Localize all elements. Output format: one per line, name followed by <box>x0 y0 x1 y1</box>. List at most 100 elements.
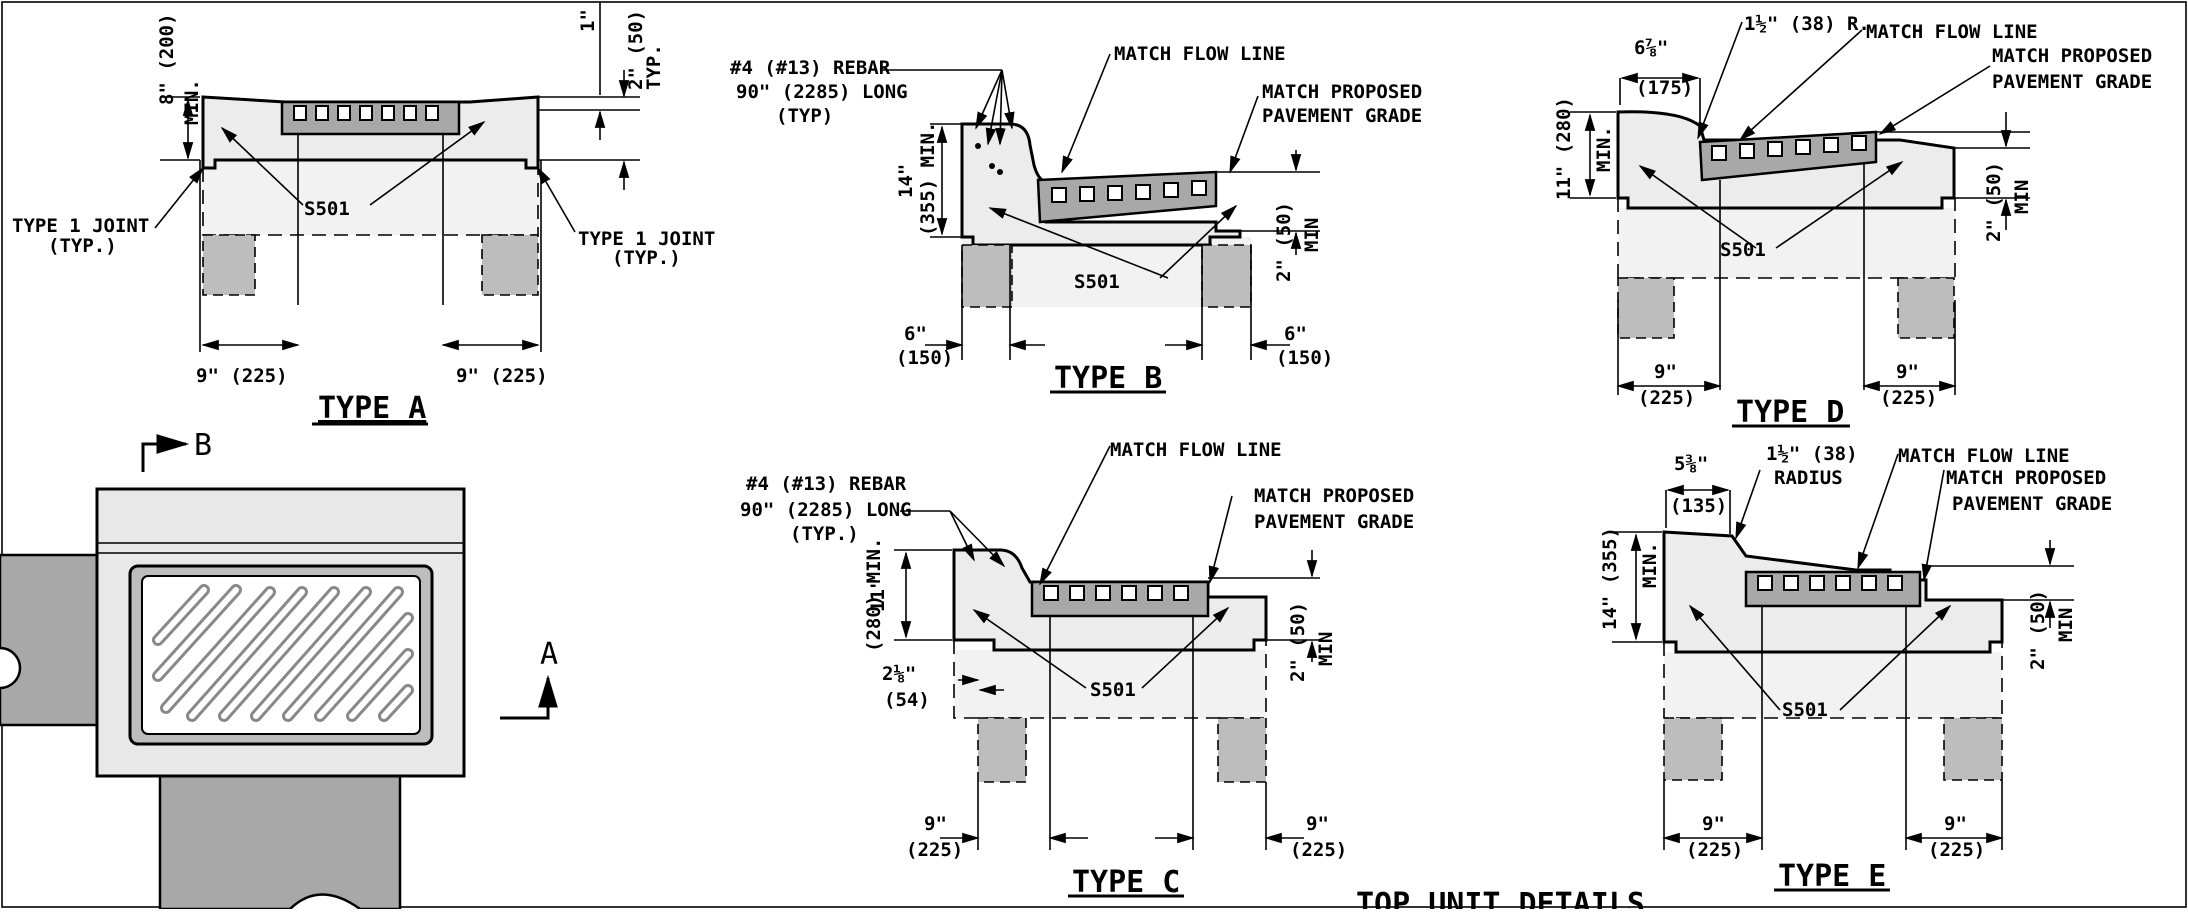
type-e-height-note: MIN. <box>1639 542 1661 588</box>
type-b-height-dim: 14" <box>895 164 917 198</box>
section-a-marker <box>500 674 558 720</box>
type-a-rebar-mark: S501 <box>304 198 350 220</box>
type-c-offset-dim2: (54) <box>884 689 930 711</box>
type-e-height-dim: 14" (355) <box>1599 527 1621 630</box>
type-c-title: TYPE C <box>1072 865 1180 900</box>
type-d-grate-bars <box>1711 135 1867 161</box>
type-e-grade-line1: MATCH PROPOSED <box>1946 467 2106 489</box>
type-c-right-dim: 9" <box>1306 813 1329 835</box>
type-e-detail: 5⅜" (135) 1½" (38) RADIUS MATCH FLOW LIN… <box>1599 443 2112 894</box>
type-d-grade-line2: PAVEMENT GRADE <box>1992 71 2152 93</box>
drawing-title: TOP UNIT DETAILS <box>1356 887 1645 909</box>
type-e-top-dim2: (135) <box>1670 495 1727 517</box>
type-b-rebar-mark: S501 <box>1074 271 1120 293</box>
type-b-left-dim: 6" <box>904 323 927 345</box>
type-c-rise-dim: 2" (50) <box>1287 602 1309 682</box>
type-e-rise-note: MIN <box>2055 608 2077 642</box>
type-b-height-dim2: (355) MIN. <box>917 122 939 236</box>
type-e-radius: 1½" (38) <box>1766 443 1858 465</box>
type-b-top-unit <box>960 122 1242 247</box>
type-d-height-dim: 11" (280) <box>1553 97 1575 200</box>
type-d-rebar-mark: S501 <box>1720 239 1766 261</box>
type-c-height-dim2: (280) MIN. <box>863 538 885 652</box>
type-d-grade-line1: MATCH PROPOSED <box>1992 45 2152 67</box>
type-d-top-dim2: (175) <box>1636 77 1693 99</box>
type-a-detail: 8" (200) MIN. 1" (25) 2" (50) TYP. S501 … <box>12 0 715 426</box>
type-d-title: TYPE D <box>1736 395 1844 430</box>
type-a-top-dim: 1" (25) <box>577 0 599 32</box>
type-b-rise-dim: 2" (50) <box>1273 202 1295 282</box>
type-c-flow-line: MATCH FLOW LINE <box>1110 439 1282 461</box>
type-e-grade-line2: PAVEMENT GRADE <box>1952 493 2112 515</box>
type-c-grade-line2: PAVEMENT GRADE <box>1254 511 1414 533</box>
type-e-right-dim2: (225) <box>1928 839 1985 861</box>
type-a-left-width: 9" (225) <box>196 365 288 387</box>
type-a-ghost-fill <box>203 160 539 235</box>
type-c-grade-line1: MATCH PROPOSED <box>1254 485 1414 507</box>
type-c-rebar-line2: 90" (2285) LONG <box>740 499 912 521</box>
type-b-grate-bars <box>1051 180 1207 203</box>
type-b-grade-line1: MATCH PROPOSED <box>1262 81 1422 103</box>
type-b-rebar-line3: (TYP) <box>776 105 833 127</box>
type-a-title: TYPE A <box>318 391 426 426</box>
type-b-right-dim: 6" <box>1284 323 1307 345</box>
type-a-grate-bars <box>293 105 439 121</box>
type-c-height-dim: 11" <box>867 578 889 612</box>
type-c-right-dim2: (225) <box>1290 839 1347 861</box>
type-e-rebar-mark: S501 <box>1782 699 1828 721</box>
type-b-rise-note: MIN <box>1301 218 1323 252</box>
type-d-left-dim: 9" <box>1654 361 1677 383</box>
type-b-grade-line2: PAVEMENT GRADE <box>1262 105 1422 127</box>
type-b-title: TYPE B <box>1054 361 1162 396</box>
section-b-marker <box>141 434 190 472</box>
type-a-left-pipe <box>202 234 256 296</box>
section-b-label: B <box>194 428 212 463</box>
type-c-detail: #4 (#13) REBAR 90" (2285) LONG (TYP.) MA… <box>740 439 1414 900</box>
type-c-left-dim2: (225) <box>906 839 963 861</box>
type-a-rise-dim: 2" (50) <box>625 10 647 90</box>
type-c-rebar-line3: (TYP.) <box>790 523 859 545</box>
type-d-rise-note: MIN <box>2011 180 2033 214</box>
type-c-rebar-mark: S501 <box>1090 679 1136 701</box>
type-b-rebar-line2: 90" (2285) LONG <box>736 81 908 103</box>
type-d-right-dim: 9" <box>1896 361 1919 383</box>
type-d-left-dim2: (225) <box>1638 387 1695 409</box>
type-a-right-joint-note: (TYP.) <box>612 247 681 269</box>
type-a-height-note: MIN. <box>181 79 203 125</box>
type-b-detail: #4 (#13) REBAR 90" (2285) LONG (TYP) MAT… <box>730 43 1422 396</box>
type-a-rise-note: TYP. <box>643 44 665 90</box>
type-a-height-dim: 8" (200) <box>156 13 178 105</box>
type-a-right-joint: TYPE 1 JOINT <box>578 228 715 250</box>
plan-view: B A <box>0 428 558 911</box>
type-b-right-dim2: (150) <box>1276 347 1333 369</box>
type-a-right-width: 9" (225) <box>456 365 548 387</box>
type-e-top-dim: 5⅜" <box>1674 453 1708 475</box>
type-d-height-note: MIN. <box>1593 126 1615 172</box>
type-c-rise-note: MIN <box>1315 632 1337 666</box>
type-c-offset-dim: 2⅛" <box>882 663 916 685</box>
type-d-flow-line: MATCH FLOW LINE <box>1866 21 2038 43</box>
type-d-right-dim2: (225) <box>1880 387 1937 409</box>
type-e-grate-bars <box>1757 575 1903 591</box>
type-e-left-dim2: (225) <box>1686 839 1743 861</box>
type-a-right-pipe <box>481 234 539 296</box>
type-c-rebar-line1: #4 (#13) REBAR <box>746 473 907 495</box>
type-b-flow-line: MATCH FLOW LINE <box>1114 43 1286 65</box>
type-e-flow-line: MATCH FLOW LINE <box>1898 445 2070 467</box>
type-d-detail: 6⅞" (175) 1½" (38) R. MATCH FLOW LINE MA… <box>1553 13 2152 430</box>
type-b-rebar-line1: #4 (#13) REBAR <box>730 57 891 79</box>
type-e-title: TYPE E <box>1778 859 1886 894</box>
type-c-grate-bars <box>1043 585 1189 601</box>
plan-bottom-pipe <box>158 773 402 911</box>
type-c-left-dim: 9" <box>924 813 947 835</box>
type-a-left-joint: TYPE 1 JOINT <box>12 215 149 237</box>
type-e-right-dim: 9" <box>1944 813 1967 835</box>
type-e-rise-dim: 2" (50) <box>2027 590 2049 670</box>
type-a-base-dashed <box>202 168 539 236</box>
plan-left-pipe <box>0 553 102 727</box>
type-b-left-dim2: (150) <box>896 347 953 369</box>
section-a-label: A <box>540 637 558 672</box>
